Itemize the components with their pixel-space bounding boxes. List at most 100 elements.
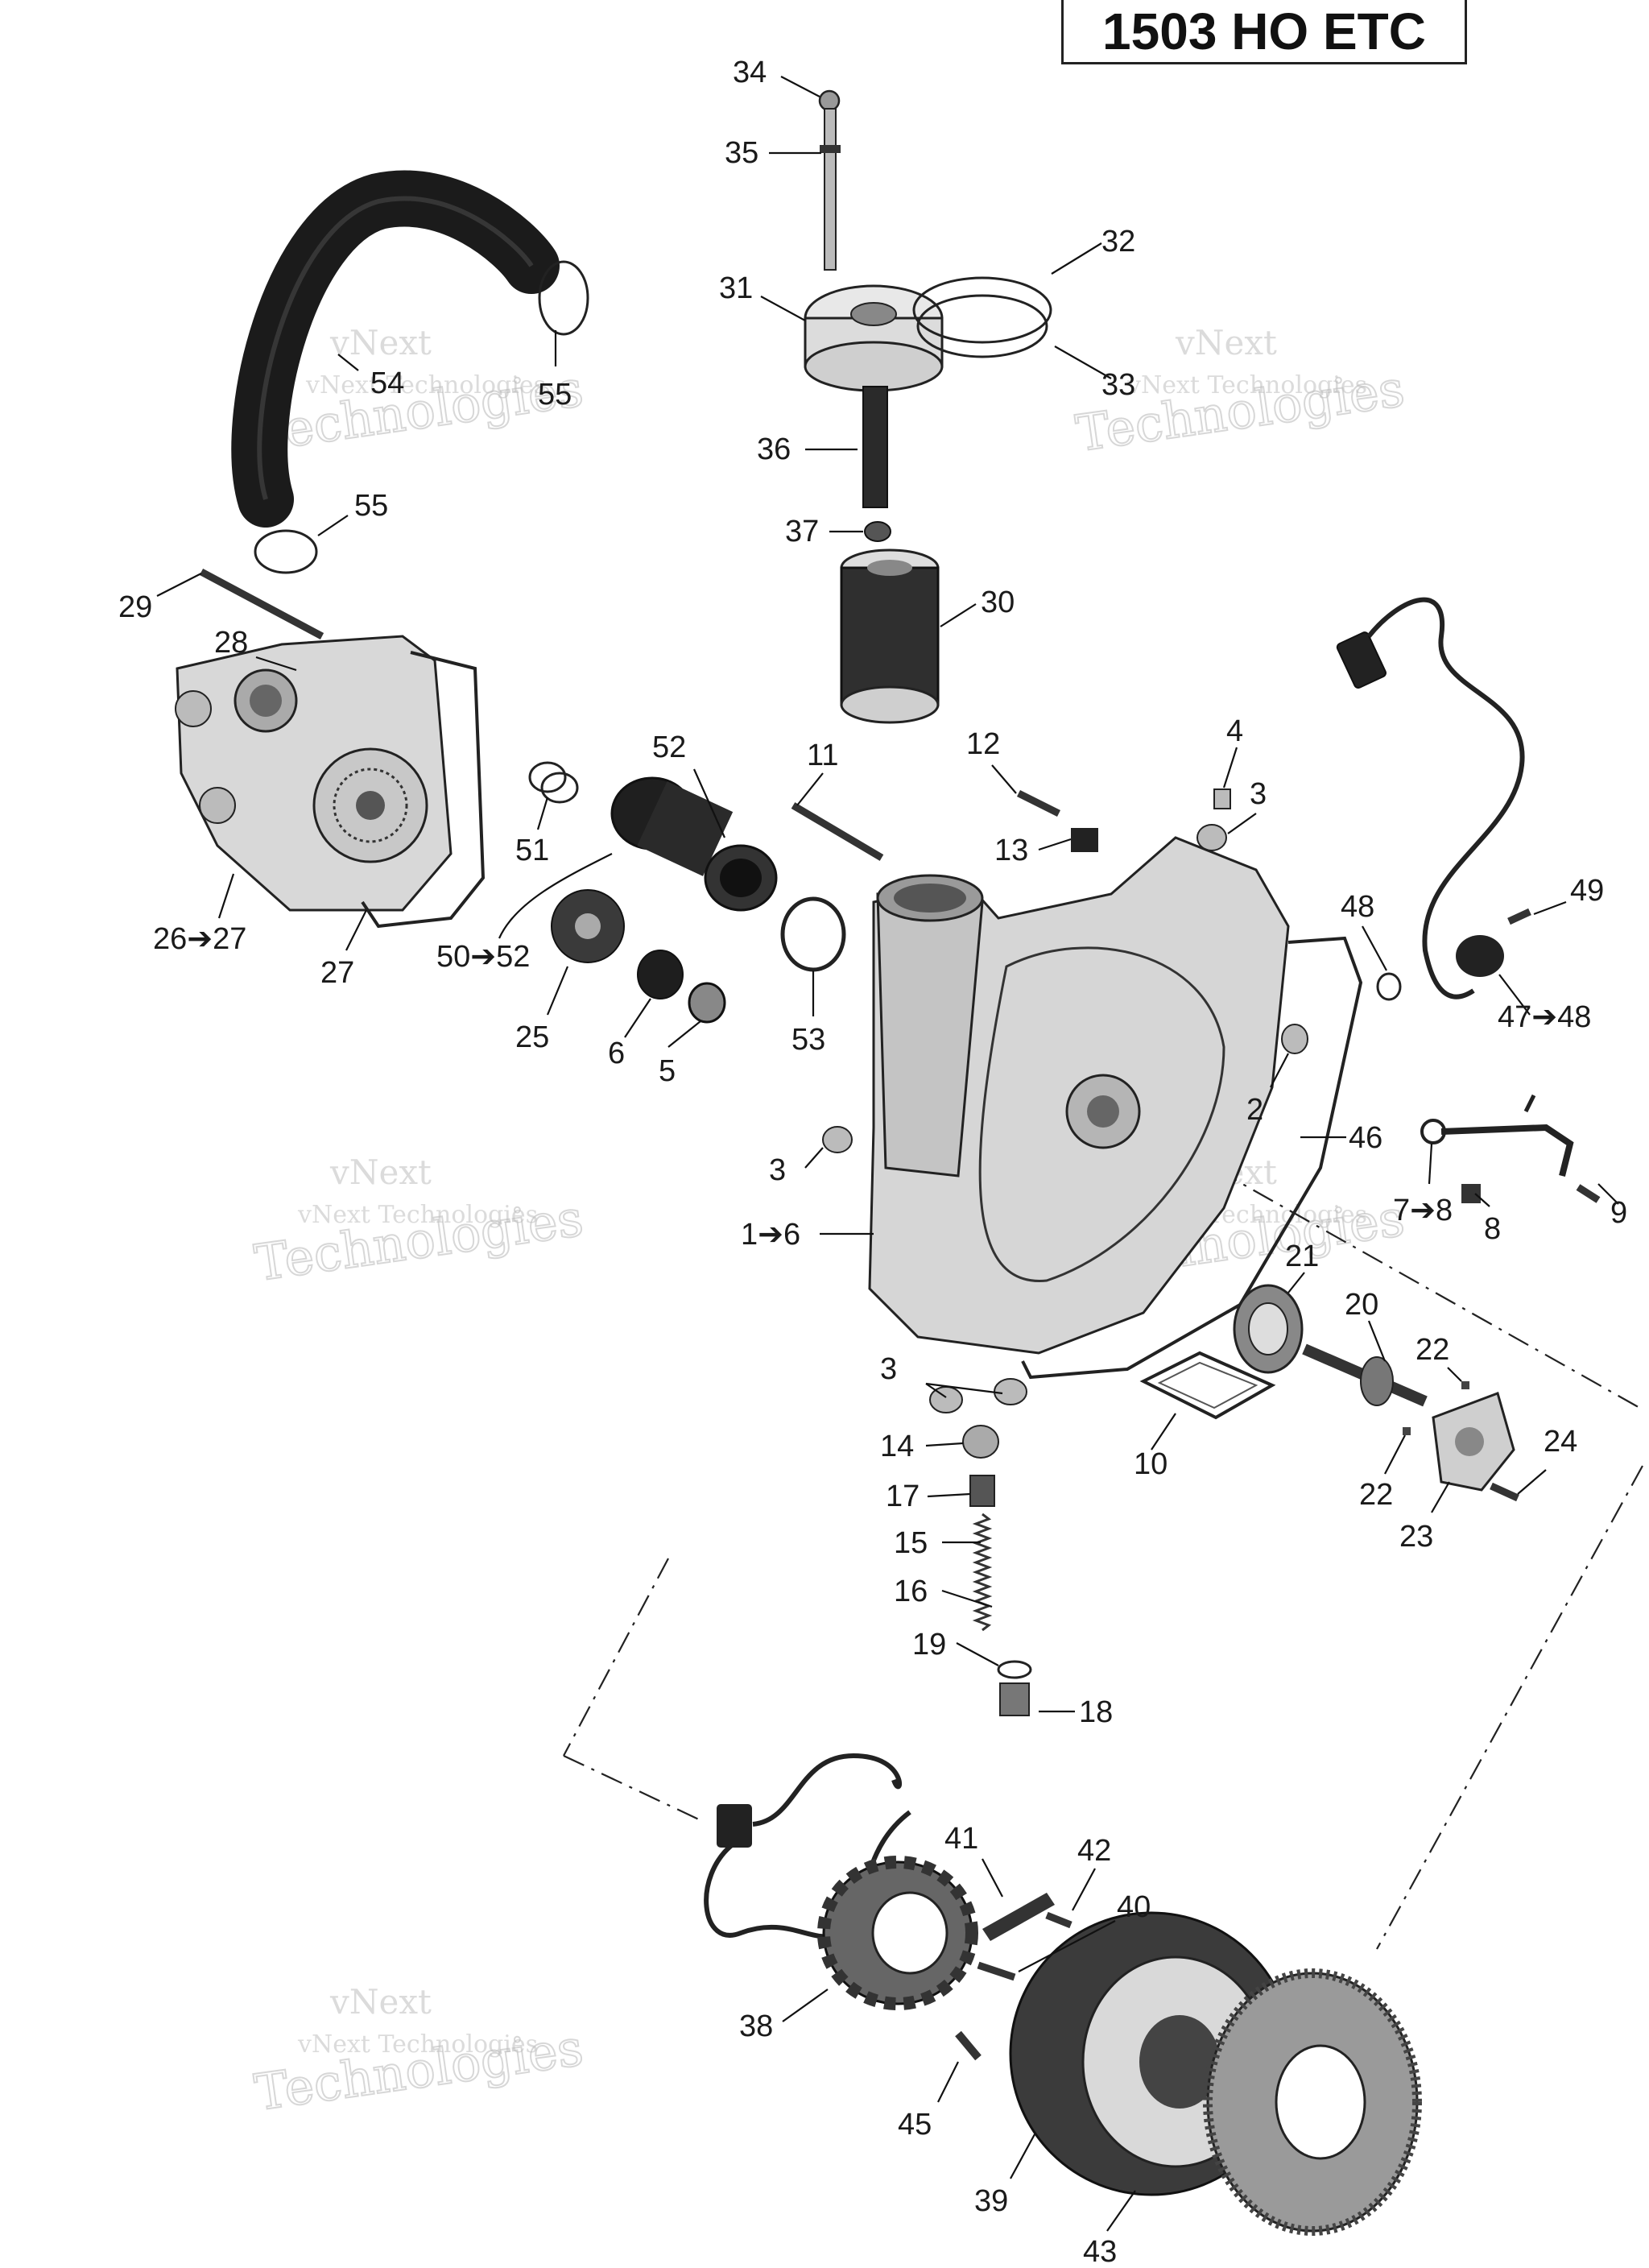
hose-part-54 (231, 170, 560, 528)
leader-3b (804, 1147, 824, 1169)
watermark-text: vNext Technologies (297, 2030, 538, 2059)
leader-50 (498, 853, 613, 939)
leader-40 (1018, 1920, 1116, 1972)
callout-23: 23 (1399, 1520, 1433, 1554)
dowel-part-3a (1196, 824, 1227, 851)
callout-27: 27 (320, 956, 354, 990)
valve-part-14 (962, 1425, 999, 1459)
callout-16: 16 (894, 1575, 928, 1608)
leader-12 (991, 764, 1017, 794)
callout-22b: 22 (1359, 1478, 1393, 1512)
leader-27 (345, 909, 367, 951)
leader-54 (337, 354, 359, 371)
oil-pump-shaft-20 (1302, 1343, 1428, 1407)
leader-22b (1384, 1434, 1406, 1475)
callout-3c: 3 (880, 1352, 897, 1386)
leader-21 (1287, 1272, 1305, 1293)
bolt-part-29 (199, 569, 324, 639)
water-pump-housing-26 (175, 635, 453, 912)
callout-32: 32 (1101, 225, 1135, 259)
bearing-part-5 (688, 982, 726, 1024)
pin-part-22b (1403, 1427, 1411, 1435)
leader-55b (317, 515, 349, 536)
callout-42: 42 (1077, 1834, 1111, 1868)
dowel-part-3b (822, 1126, 853, 1153)
leader-10 (1151, 1413, 1176, 1451)
leader-25 (546, 966, 569, 1016)
callout-17: 17 (886, 1480, 920, 1513)
callout-21: 21 (1285, 1240, 1319, 1273)
callout-15: 15 (894, 1526, 928, 1560)
leader-26 (217, 873, 235, 919)
hose-clamp-55-lower (254, 529, 318, 574)
leader-3a (1227, 813, 1257, 834)
leader-17 (927, 1492, 971, 1498)
callout-48: 48 (1341, 890, 1374, 924)
dowel-part-4 (1213, 788, 1231, 809)
callout-5: 5 (659, 1054, 676, 1088)
callout-10: 10 (1134, 1447, 1168, 1481)
callout-14: 14 (880, 1430, 914, 1463)
watermark-text: vNext Technologies (1126, 371, 1367, 399)
dowel-part-2 (1281, 1024, 1308, 1054)
dash-line-left-edge (563, 1558, 669, 1757)
callout-22a: 22 (1415, 1333, 1449, 1367)
callout-31: 31 (719, 271, 753, 305)
callout-37: 37 (785, 515, 819, 548)
o-ring-32 (912, 276, 1052, 344)
leader-5 (667, 1020, 701, 1048)
leader-2 (1270, 1053, 1289, 1088)
oil-pump-rotor-21 (1233, 1284, 1304, 1374)
breather-tube-7 (1420, 1094, 1574, 1177)
callout-26-27: 26➔27 (153, 922, 246, 956)
oil-pump-cover-23 (1432, 1392, 1515, 1492)
gasket-part-46 (1021, 936, 1363, 1380)
watermark-text: vNext (329, 1153, 432, 1192)
retainer-part-41 (982, 1893, 1055, 1941)
callout-41: 41 (944, 1822, 978, 1856)
callout-19: 19 (912, 1628, 946, 1662)
callout-40: 40 (1117, 1890, 1151, 1924)
pin-part-22a (1461, 1381, 1469, 1389)
coolant-fitting-52 (610, 776, 778, 912)
callout-3b: 3 (769, 1153, 786, 1187)
seal-part-6 (637, 950, 684, 999)
bolt-part-24 (1490, 1482, 1519, 1502)
watermark-bottom-left: vNext vNext Technologies Technologies (250, 1982, 587, 2123)
bolt-part-49 (1507, 908, 1531, 925)
callout-34: 34 (733, 56, 767, 89)
sensor-part-13 (1071, 828, 1098, 852)
callout-43: 43 (1083, 2235, 1117, 2268)
leader-41 (982, 1858, 1003, 1898)
callout-45: 45 (898, 2108, 932, 2142)
leader-22a (1447, 1367, 1462, 1382)
callout-9: 9 (1610, 1196, 1627, 1230)
seal-part-37 (864, 521, 891, 542)
leader-48 (1362, 925, 1387, 971)
callout-13: 13 (994, 834, 1028, 867)
leader-3d (925, 1382, 1003, 1395)
bolt-part-12 (1016, 789, 1061, 817)
leader-lines (156, 76, 1619, 2232)
watermark-text: vNext (1175, 323, 1277, 362)
leader-6 (624, 998, 651, 1038)
leader-13 (1038, 838, 1072, 851)
leader-32 (1051, 242, 1102, 275)
oil-filter-30 (840, 548, 940, 724)
watermark-text: vNext (329, 1982, 432, 2022)
callout-25: 25 (515, 1020, 549, 1054)
callout-50-52: 50➔52 (436, 940, 530, 974)
callout-8: 8 (1484, 1212, 1501, 1246)
spring-part-15-16 (972, 1513, 993, 1632)
assembly-dash-lines (563, 1086, 1643, 1950)
dowel-part-3d (994, 1378, 1027, 1405)
leader-52a (692, 768, 726, 838)
leader-38 (782, 1989, 829, 2022)
callout-33: 33 (1101, 368, 1135, 402)
plug-part-18 (999, 1682, 1030, 1716)
callout-24: 24 (1544, 1425, 1577, 1459)
leader-28 (255, 656, 297, 672)
impeller-part-25 (551, 889, 625, 963)
leader-30 (940, 603, 977, 627)
